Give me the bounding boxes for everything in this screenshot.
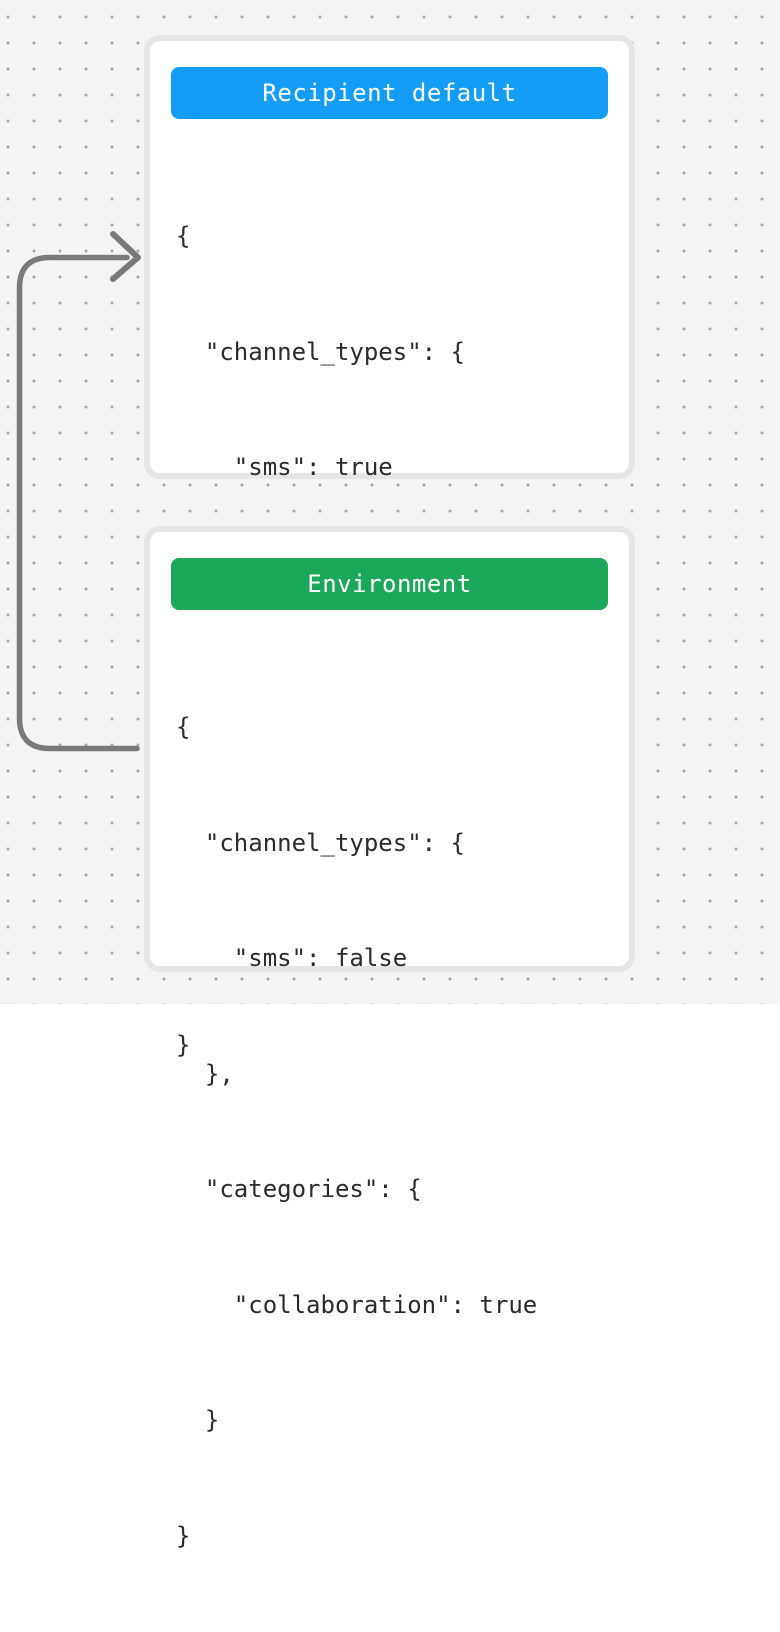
code-line: "collaboration": true	[176, 1290, 538, 1319]
recipient-default-title: Recipient default	[262, 79, 517, 107]
code-line: "categories": {	[176, 1175, 422, 1203]
code-line: {	[176, 222, 191, 250]
environment-card: Environment { "channel_types": { "sms": …	[144, 526, 635, 1550]
code-line: }	[176, 1406, 220, 1434]
dotted-canvas: Recipient default { "channel_types": { "…	[0, 0, 780, 1550]
code-line: {	[176, 713, 191, 741]
recipient-default-header: Recipient default	[171, 67, 608, 119]
environment-title: Environment	[307, 570, 472, 598]
code-line: }	[176, 1521, 191, 1550]
flow-arrow-icon	[16, 231, 141, 752]
recipient-default-card: Recipient default { "channel_types": { "…	[144, 35, 635, 1059]
code-line: "sms": false	[176, 944, 408, 972]
code-line: "channel_types": {	[176, 828, 465, 857]
environment-json-block: { "channel_types": { "sms": false }, "ca…	[176, 631, 608, 1632]
code-line: },	[176, 1059, 234, 1088]
code-line: "sms": true	[176, 453, 393, 481]
environment-header: Environment	[171, 558, 608, 610]
code-line: "channel_types": {	[176, 337, 465, 366]
